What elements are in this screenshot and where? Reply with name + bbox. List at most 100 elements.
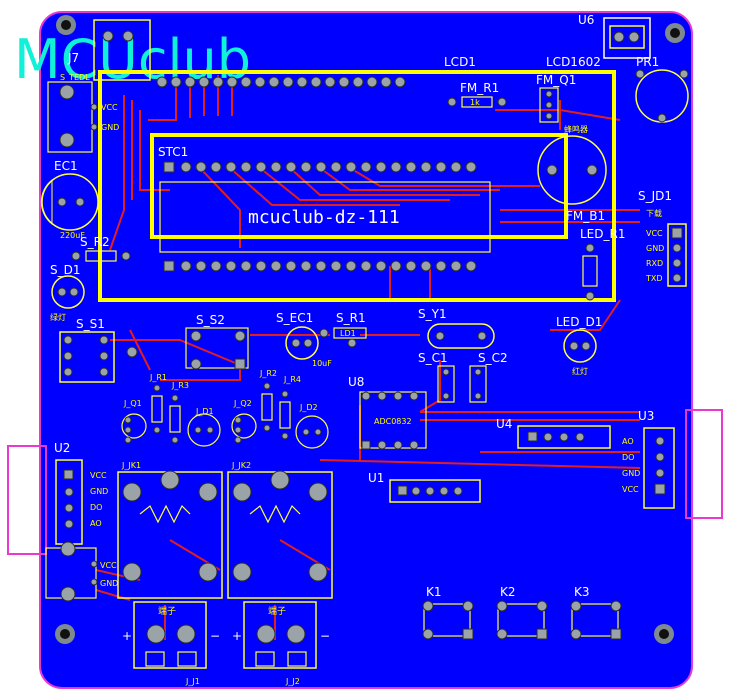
pr1-pin3 bbox=[657, 113, 667, 123]
s-ec1-pin1 bbox=[291, 338, 301, 348]
ref-s-y1: S_Y1 bbox=[418, 307, 447, 321]
led-d1-pin1 bbox=[569, 341, 579, 351]
silk-ec-val: 10uF bbox=[312, 359, 332, 368]
silk-j-r1: J_R1 bbox=[149, 373, 167, 382]
ref-s-s1: S_S1 bbox=[76, 317, 105, 331]
ref-led-d1: LED_D1 bbox=[556, 315, 602, 329]
s-c1-outline bbox=[437, 365, 455, 403]
silk-plus-1: + bbox=[122, 629, 132, 643]
power-vcc-pin bbox=[90, 560, 98, 568]
u2-pin-gnd bbox=[64, 487, 74, 497]
s-r1-pin2 bbox=[347, 338, 357, 348]
ref-fm-r1: FM_R1 bbox=[460, 81, 499, 95]
s-r2-pin1 bbox=[71, 251, 81, 261]
stc1-bottom-pins bbox=[163, 260, 477, 272]
u1-pin1 bbox=[397, 485, 408, 496]
u6-pin2 bbox=[628, 31, 640, 43]
board-name-text: mcuclub-dz-111 bbox=[248, 207, 400, 228]
silk-jd-vcc: VCC bbox=[646, 229, 663, 238]
silk-u8-text: ADC0832 bbox=[374, 417, 412, 426]
u4-pin2 bbox=[543, 432, 553, 442]
s-s2-pin2 bbox=[234, 330, 246, 342]
ref-fm-q1: FM_Q1 bbox=[536, 73, 576, 87]
ref-pr1: PR1 bbox=[636, 55, 659, 69]
ref-u4: U4 bbox=[496, 417, 512, 431]
ref-k3: K3 bbox=[574, 585, 590, 599]
silk-download: 下载 bbox=[646, 208, 662, 218]
fm-r1-pin2 bbox=[497, 97, 507, 107]
fm-r1-pin1 bbox=[447, 97, 457, 107]
u4-pin1 bbox=[527, 431, 538, 442]
ec1-stripe bbox=[40, 178, 53, 226]
s-r2-pin2 bbox=[121, 251, 131, 261]
silk-s-r1-text: LD1 bbox=[340, 329, 356, 338]
ec1-pin2 bbox=[75, 197, 85, 207]
terminal-j-j1: 端子 J_J1 bbox=[133, 601, 207, 686]
silk-u2-gnd: GND bbox=[90, 487, 108, 496]
ref-lcd1: LCD1 bbox=[444, 55, 476, 69]
pcb-board bbox=[39, 11, 693, 689]
button-k2: K2 bbox=[496, 585, 548, 640]
silk-j-r4: J_R4 bbox=[283, 375, 301, 384]
j7-outline bbox=[93, 19, 151, 81]
silk-vcc-bottom: VCC bbox=[100, 561, 117, 570]
silk-ec1-val: 220uF bbox=[60, 231, 85, 240]
s-s1-extra-pin bbox=[126, 346, 138, 358]
lcd-header-pins bbox=[156, 76, 406, 88]
silk-jd-gnd: GND bbox=[646, 244, 664, 253]
led-d1-outline bbox=[563, 329, 597, 363]
pr1-pin1 bbox=[635, 69, 645, 79]
u8-pin5 bbox=[409, 391, 419, 401]
u8-pin2 bbox=[377, 440, 387, 450]
pr1-pin2 bbox=[679, 69, 689, 79]
silk-fm-b1: 蜂鸣器 bbox=[564, 124, 588, 134]
led-r1-body bbox=[582, 255, 598, 287]
power-gnd-pin bbox=[90, 578, 98, 586]
s-tedl-outline bbox=[47, 81, 93, 153]
s-s1-pin4 bbox=[99, 335, 109, 345]
u3-outline-silk bbox=[643, 427, 675, 509]
ref-s-ec1: S_EC1 bbox=[276, 311, 313, 325]
u8-pin8 bbox=[361, 391, 371, 401]
ref-k1: K1 bbox=[426, 585, 442, 599]
u3-pin-do bbox=[655, 452, 665, 462]
ref-u1: U1 bbox=[368, 471, 384, 485]
u8-pin7 bbox=[377, 391, 387, 401]
s-s1-pin6 bbox=[99, 367, 109, 377]
s-tedl-gnd-pin bbox=[90, 123, 98, 131]
silk-u2-ao: AO bbox=[90, 519, 102, 528]
stc1-top-pins bbox=[163, 161, 477, 173]
s-d1-outline bbox=[51, 275, 85, 309]
u2-pin-ao bbox=[64, 519, 74, 529]
silk-s-d1: 绿灯 bbox=[50, 312, 66, 322]
ref-fm-b1: FM_B1 bbox=[566, 209, 605, 223]
s-jd1-pin-vcc bbox=[671, 227, 683, 239]
silk-led-text: 红灯 bbox=[572, 366, 588, 376]
u6-pin1 bbox=[613, 31, 625, 43]
u1-pin5 bbox=[453, 486, 463, 496]
s-d1-pin2 bbox=[69, 287, 79, 297]
ref-s-r2: S_R2 bbox=[80, 235, 110, 249]
ref-ec1: EC1 bbox=[54, 159, 78, 173]
silk-terminal2: 端子 bbox=[268, 605, 286, 617]
power-pad2 bbox=[60, 586, 76, 602]
fm-b1-pin2 bbox=[586, 164, 598, 176]
silk-j-j1: J_J1 bbox=[185, 677, 200, 686]
s-r1-body bbox=[333, 327, 367, 339]
s-r2-body bbox=[85, 250, 117, 262]
silk-terminal1: 端子 bbox=[158, 605, 176, 617]
s-y1-outline bbox=[427, 323, 495, 349]
ref-lcd1602: LCD1602 bbox=[546, 55, 601, 69]
s-ec1-outline bbox=[285, 326, 319, 360]
power-pad1 bbox=[60, 541, 76, 557]
button-k1: K1 bbox=[422, 585, 474, 640]
silk-vcc-top: VCC bbox=[101, 103, 118, 112]
silk-fm-r1-val: 1k bbox=[470, 98, 480, 107]
silk-u3-gnd: GND bbox=[622, 469, 640, 478]
s-s2-pin1 bbox=[190, 330, 202, 342]
s-r1-pin1 bbox=[319, 328, 329, 338]
u3-pin-vcc bbox=[654, 483, 666, 495]
s-s2-outline bbox=[185, 327, 249, 369]
silk-j-q1: J_Q1 bbox=[123, 399, 142, 408]
